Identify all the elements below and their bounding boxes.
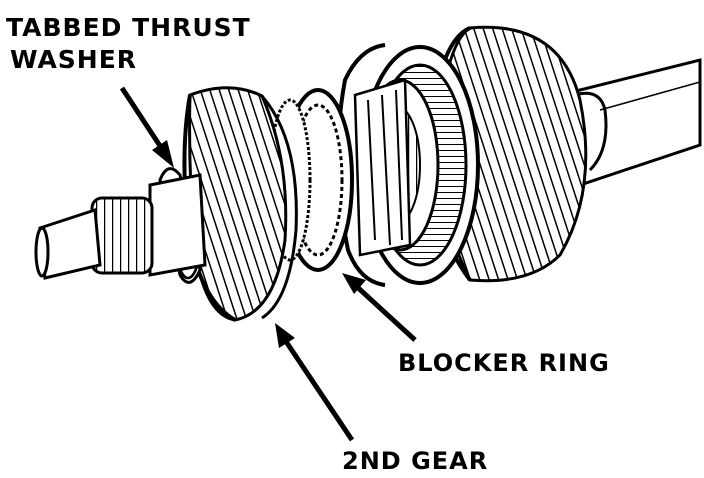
tabbed-thrust-washer-label-line1: TABBED THRUST	[6, 13, 251, 42]
splined-shaft-end	[34, 173, 207, 280]
second-gear-arrowhead	[275, 323, 295, 348]
tabbed-thrust-washer-label-line2: WASHER	[10, 45, 138, 74]
inner-splines	[353, 78, 412, 257]
washer-leader-line	[119, 86, 167, 154]
leader-arrows	[119, 86, 417, 442]
blocker-ring-label: BLOCKER RING	[398, 349, 610, 377]
second-gear-leader-line	[282, 338, 355, 442]
blocker-ring-arrowhead	[342, 273, 366, 294]
washer-arrowhead	[152, 140, 174, 168]
blocker-ring-leader-line	[353, 283, 417, 342]
second-gear-label: 2ND GEAR	[342, 447, 489, 475]
